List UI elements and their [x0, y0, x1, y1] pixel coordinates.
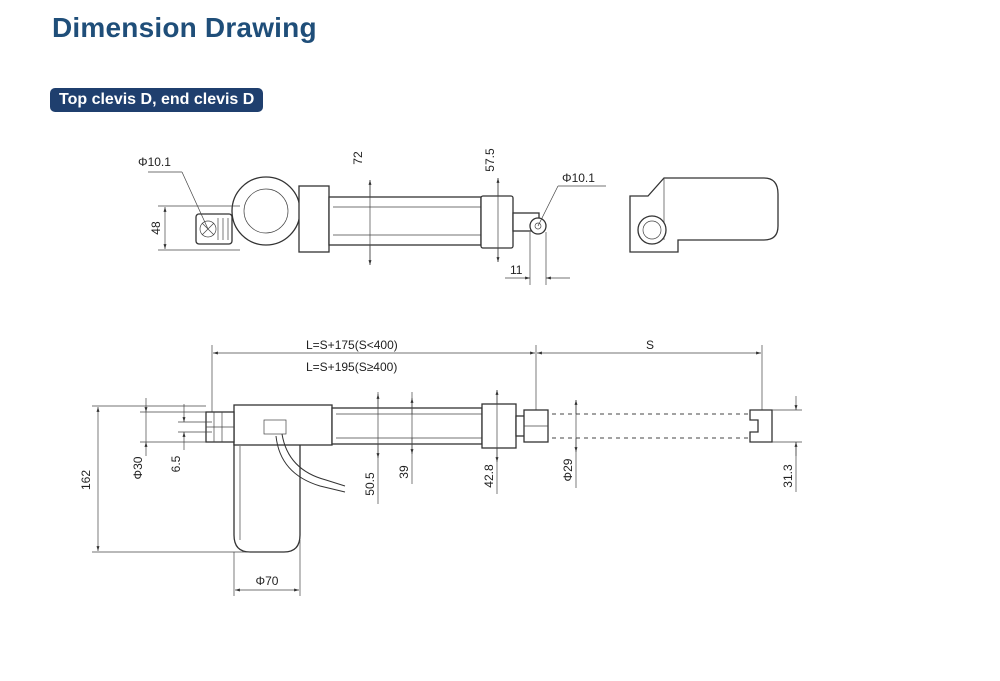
dim-6-5-label: 6.5: [169, 455, 183, 472]
phi-30-label: Φ30: [131, 456, 145, 479]
cable-gland: [263, 419, 287, 435]
extended-clevis: [749, 409, 773, 443]
side-outer-tube: [331, 407, 483, 445]
page-title: Dimension Drawing: [52, 12, 317, 43]
phi-29-label: Φ29: [561, 458, 575, 481]
outer-tube: [328, 196, 482, 246]
gearbox-block: [298, 185, 330, 253]
front-cap: [480, 195, 514, 249]
phi-right-label: Φ10.1: [562, 171, 595, 185]
gearbox-housing: [233, 404, 333, 446]
dim-50-5-label: 50.5: [363, 472, 377, 496]
side-front-cap: [481, 403, 517, 449]
length-long-label: L=S+195(S≥400): [306, 360, 397, 374]
dim-31-3-label: 31.3: [781, 464, 795, 488]
motor-body: [233, 439, 301, 553]
motor-disc-inner: [243, 188, 289, 234]
section-badge: Top clevis D, end clevis D: [50, 88, 264, 112]
rear-clevis-hole: [199, 220, 217, 238]
dim-42-8-label: 42.8: [482, 464, 496, 488]
dim-48-label: 48: [149, 221, 163, 235]
dim-162-label: 162: [79, 470, 93, 490]
dim-57-5-label: 57.5: [483, 148, 497, 172]
end-view-clevis: [637, 215, 667, 245]
phi-70-label: Φ70: [256, 574, 279, 588]
side-view: L=S+175(S<400) L=S+195(S≥400) S: [79, 338, 802, 596]
stroke-label: S: [646, 338, 654, 352]
length-short-label: L=S+175(S<400): [306, 338, 398, 352]
dim-11-label: 11: [510, 263, 523, 277]
motor-disc: [231, 176, 301, 246]
phi-left-label: Φ10.1: [138, 155, 171, 169]
dim-39-label: 39: [397, 465, 411, 479]
rear-clevis-top: [195, 213, 233, 245]
top-view: Φ10.1 48 72 57.5 Φ10.1 11: [138, 148, 779, 285]
power-cable: [281, 433, 346, 487]
dim-72-label: 72: [351, 151, 365, 165]
end-view-housing: [629, 177, 779, 253]
